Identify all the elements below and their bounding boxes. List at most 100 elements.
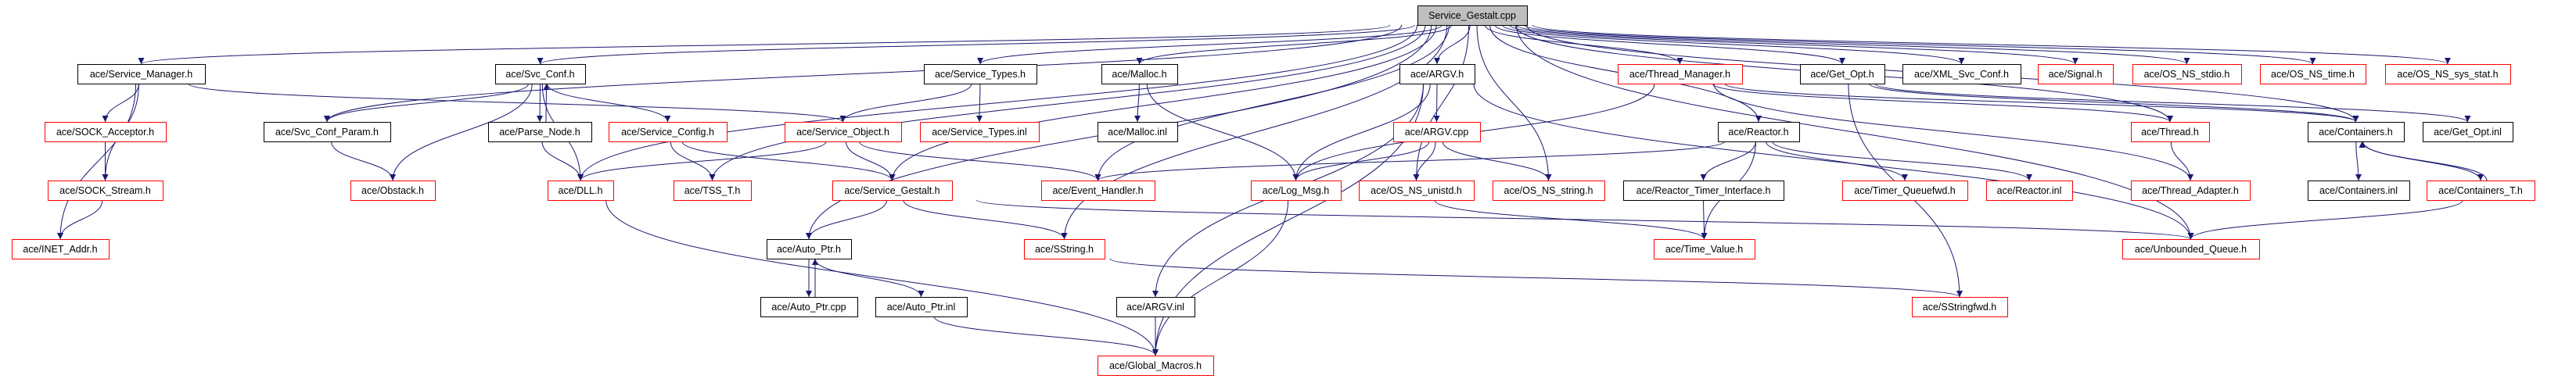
node-tss-t[interactable]: ace/TSS_T.h: [674, 181, 752, 201]
node-time-value[interactable]: ace/Time_Value.h: [1654, 239, 1755, 259]
node-reactor-inl[interactable]: ace/Reactor.inl: [1986, 181, 2073, 201]
node-signal[interactable]: ace/Signal.h: [2038, 64, 2114, 84]
node-box: [2427, 181, 2535, 201]
node-box: [832, 181, 953, 201]
node-sstring[interactable]: ace/SString.h: [1024, 239, 1105, 259]
node-service-gestalt-h[interactable]: ace/Service_Gestalt.h: [832, 181, 953, 201]
node-box: [1251, 181, 1342, 201]
node-label: ace/Service_Config.h: [621, 127, 714, 138]
node-auto-ptr-inl[interactable]: ace/Auto_Ptr.inl: [875, 297, 968, 317]
node-dll[interactable]: ace/DLL.h: [548, 181, 614, 201]
node-label: ace/Containers_T.h: [2438, 185, 2523, 196]
node-reactor-timer-interface[interactable]: ace/Reactor_Timer_Interface.h: [1623, 181, 1784, 201]
node-svc-conf[interactable]: ace/Svc_Conf.h: [495, 64, 586, 84]
node-label: ace/Malloc.inl: [1108, 127, 1167, 138]
node-label: ace/Reactor.h: [1728, 127, 1788, 138]
node-label: ace/OS_NS_string.h: [1504, 185, 1593, 196]
node-auto-ptr-cpp[interactable]: ace/Auto_Ptr.cpp: [760, 297, 858, 317]
node-box: [48, 181, 163, 201]
node-svc-conf-param[interactable]: ace/Svc_Conf_Param.h: [264, 122, 391, 142]
edge-service_manager-to-sock_acceptor: [102, 83, 139, 123]
edge-cpp-to-os_ns_string: [1476, 24, 1552, 181]
node-containers-inl[interactable]: ace/Containers.inl: [2308, 181, 2410, 201]
node-box: [548, 181, 614, 201]
node-event-handler[interactable]: ace/Event_Handler.h: [1041, 181, 1155, 201]
node-box: [1654, 239, 1755, 259]
edge-service_gestalt_h-to-auto_ptr_h: [806, 199, 888, 240]
node-containers-h[interactable]: ace/Containers.h: [2308, 122, 2405, 142]
edge-get_opt_h-to-containers_h: [1869, 83, 2359, 123]
node-box: [2423, 122, 2513, 142]
edge-cpp-to-svc_conf_param: [324, 24, 1403, 123]
node-os-ns-stdio[interactable]: ace/OS_NS_stdio.h: [2132, 64, 2242, 84]
node-service-config[interactable]: ace/Service_Config.h: [609, 122, 728, 142]
node-box: [1116, 297, 1195, 317]
node-argv-inl[interactable]: ace/ARGV.inl: [1116, 297, 1195, 317]
node-auto-ptr-h[interactable]: ace/Auto_Ptr.h: [767, 239, 852, 259]
node-os-ns-unistd[interactable]: ace/OS_NS_unistd.h: [1359, 181, 1475, 201]
edge-get_opt_h-to-get_opt_inl: [1874, 83, 2471, 123]
node-sock-stream[interactable]: ace/SOCK_Stream.h: [48, 181, 163, 201]
node-os-ns-string[interactable]: ace/OS_NS_string.h: [1493, 181, 1605, 201]
node-box: [1098, 122, 1178, 142]
node-label: ace/Time_Value.h: [1665, 244, 1743, 255]
node-reactor-h[interactable]: ace/Reactor.h: [1718, 122, 1800, 142]
node-get-opt-h[interactable]: ace/Get_Opt.h: [1800, 64, 1885, 84]
node-parse-node[interactable]: ace/Parse_Node.h: [488, 122, 592, 142]
node-label: ace/Obstack.h: [361, 185, 424, 196]
node-argv-h[interactable]: ace/ARGV.h: [1399, 64, 1475, 84]
node-box: [2132, 64, 2242, 84]
edge-thread_manager-to-thread_h: [1712, 83, 2173, 123]
node-box: [920, 122, 1040, 142]
node-box: [2308, 122, 2405, 142]
edge-cpp-to-get_opt_h: [1494, 24, 1845, 65]
node-box: [1399, 64, 1475, 84]
node-box: [1024, 239, 1105, 259]
node-box: [1417, 5, 1528, 26]
node-get-opt-inl[interactable]: ace/Get_Opt.inl: [2423, 122, 2513, 142]
edge-malloc-to-log_msg: [1146, 83, 1299, 181]
edge-os_ns_unistd-to-time_value: [1434, 199, 1708, 240]
edge-parse_node-to-dll: [541, 141, 584, 181]
node-sock-acceptor[interactable]: ace/SOCK_Acceptor.h: [45, 122, 167, 142]
node-label: ace/Containers.inl: [2319, 185, 2398, 196]
node-malloc-inl[interactable]: ace/Malloc.inl: [1098, 122, 1178, 142]
node-service-manager[interactable]: ace/Service_Manager.h: [77, 64, 206, 84]
edge-thread_manager-to-thread_adapter: [1713, 83, 2193, 181]
node-service-types[interactable]: ace/Service_Types.h: [924, 64, 1037, 84]
node-label: ace/ARGV.inl: [1126, 302, 1184, 313]
node-thread-h[interactable]: ace/Thread.h: [2131, 122, 2210, 142]
node-os-ns-sys-stat[interactable]: ace/OS_NS_sys_stat.h: [2385, 64, 2511, 84]
edge-service_manager-to-inet_addr: [57, 83, 137, 240]
node-global-macros[interactable]: ace/Global_Macros.h: [1098, 356, 1214, 376]
edges-layer: [57, 24, 2488, 356]
node-obstack[interactable]: ace/Obstack.h: [350, 181, 436, 201]
node-cpp[interactable]: Service_Gestalt.cpp: [1417, 5, 1528, 26]
node-box: [1842, 181, 1968, 201]
node-malloc[interactable]: ace/Malloc.h: [1101, 64, 1178, 84]
edge-service_gestalt_h-to-sstring: [903, 199, 1068, 240]
node-sstringfwd[interactable]: ace/SStringfwd.h: [1912, 297, 2008, 317]
node-unbounded-queue[interactable]: ace/Unbounded_Queue.h: [2122, 239, 2260, 259]
edge-service_config-to-service_gestalt_h: [681, 141, 896, 181]
node-label: ace/Get_Opt.h: [1810, 69, 1874, 80]
node-service-types-inl[interactable]: ace/Service_Types.inl: [920, 122, 1040, 142]
edge-cpp-to-os_ns_unistd: [1413, 24, 1470, 181]
edge-cpp-to-svc_conf: [537, 24, 1415, 65]
node-log-msg[interactable]: ace/Log_Msg.h: [1251, 181, 1342, 201]
node-label: ace/Unbounded_Queue.h: [2135, 244, 2247, 255]
node-inet-addr[interactable]: ace/INET_Addr.h: [12, 239, 110, 259]
node-argv-cpp[interactable]: ace/ARGV.cpp: [1393, 122, 1481, 142]
edge-cpp-to-tss_t: [709, 24, 1426, 181]
node-containers-t[interactable]: ace/Containers_T.h: [2427, 181, 2535, 201]
node-label: ace/Containers.h: [2319, 127, 2393, 138]
node-timer-queuefwd[interactable]: ace/Timer_Queuefwd.h: [1842, 181, 1968, 201]
node-os-ns-time[interactable]: ace/OS_NS_time.h: [2260, 64, 2366, 84]
node-xml-svc-conf[interactable]: ace/XML_Svc_Conf.h: [1902, 64, 2021, 84]
node-thread-manager[interactable]: ace/Thread_Manager.h: [1618, 64, 1743, 84]
edge-cpp-to-dll: [577, 24, 1418, 181]
node-thread-adapter[interactable]: ace/Thread_Adapter.h: [2131, 181, 2251, 201]
node-box: [2038, 64, 2114, 84]
node-service-object[interactable]: ace/Service_Object.h: [785, 122, 902, 142]
edge-sstring-to-sstringfwd: [1109, 258, 1963, 298]
